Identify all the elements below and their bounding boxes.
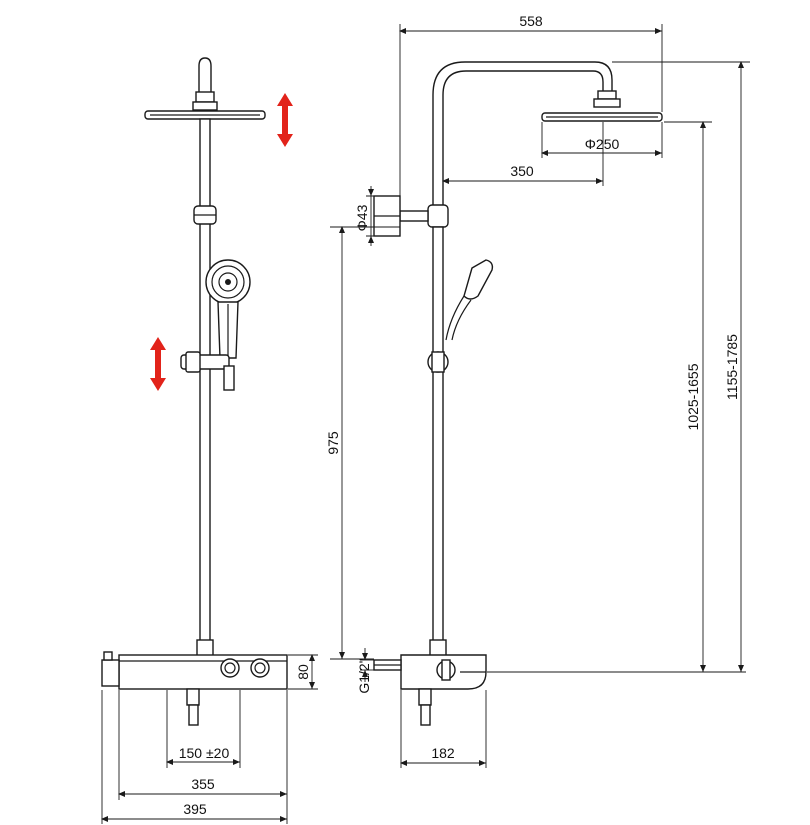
dim-overall-width-label: 395 (183, 801, 207, 817)
height-adjust-arrow-slider-icon (150, 337, 166, 391)
side-view: 558 Φ250 350 Φ43 975 (325, 13, 750, 768)
side-overhead-arm (432, 61, 613, 207)
front-view: 80 150 ±20 355 395 (101, 57, 318, 824)
valve-inlet-upper (186, 688, 200, 706)
dim-arm-projection-label: 350 (510, 163, 534, 179)
dim-width-total: 558 (399, 13, 663, 200)
hand-shower-head-inner (218, 272, 238, 292)
dim-valve-width: 355 (118, 690, 288, 800)
slider-knob (185, 351, 201, 373)
dim-outlet-height-label: 1025-1655 (685, 363, 701, 430)
dim-arm-projection: 350 (442, 122, 604, 186)
dim-inlet-thread-label: G1/2" (356, 658, 372, 693)
dim-total-height: 1155-1785 (612, 61, 750, 672)
dim-width-total-label: 558 (519, 13, 543, 29)
dim-overall-width: 395 (101, 690, 288, 824)
valve-side-button (103, 651, 113, 661)
dim-valve-height: 80 (288, 654, 318, 690)
side-slider-body (431, 351, 445, 373)
front-valve (101, 651, 288, 726)
side-rail-bottom-connector (429, 639, 447, 657)
dim-inlet-spacing: 150 ±20 (166, 690, 241, 768)
dim-valve-height-label: 80 (295, 664, 311, 680)
front-slider (180, 351, 235, 391)
valve-side-cap (101, 659, 120, 687)
dim-head-diameter: Φ250 (541, 122, 663, 158)
dim-valve-depth-label: 182 (431, 745, 455, 761)
front-hand-shower (205, 259, 251, 359)
side-valve-knob-cap (441, 659, 451, 681)
side-hand-shower-head (463, 259, 494, 300)
side-hand-shower-handle-inner (451, 299, 472, 341)
dim-head-diameter-label: Φ250 (585, 136, 620, 152)
side-wall-arm (399, 210, 429, 222)
side-rail-bracket (427, 204, 449, 228)
valve-knob-left-inner (224, 662, 236, 674)
front-rail-bottom-connector (196, 639, 214, 657)
dim-slide-height: 975 (325, 226, 400, 660)
hand-shower-head-center (225, 279, 231, 285)
dim-valve-width-label: 355 (191, 776, 215, 792)
dim-outlet-height: 1025-1655 (487, 121, 746, 673)
dim-inlet-thread: G1/2" (356, 648, 374, 694)
side-valve-outlet-upper (418, 688, 432, 706)
dim-wall-connector: Φ43 (354, 186, 400, 246)
slider-hose-holder (223, 365, 235, 391)
valve-knob-right-inner (254, 662, 266, 674)
side-valve-outlet-lower (420, 704, 431, 726)
front-head-connector (195, 91, 215, 103)
hand-shower-head-ring (211, 265, 245, 299)
side-hand-shower (445, 259, 494, 341)
dim-slide-height-label: 975 (325, 431, 341, 455)
side-valve (373, 654, 487, 726)
side-head-swivel (593, 98, 621, 108)
dim-valve-depth: 182 (400, 690, 487, 768)
valve-knob-left (220, 658, 240, 678)
side-hand-shower-handle-outer (445, 295, 465, 341)
valve-inlet-lower (188, 704, 199, 726)
dim-wall-connector-label: Φ43 (354, 204, 370, 231)
dim-inlet-spacing-label: 150 ±20 (179, 745, 230, 761)
height-adjust-arrow-head-icon (277, 93, 293, 147)
front-head-swivel (192, 101, 218, 111)
side-head-connector (597, 90, 617, 100)
valve-knob-right (250, 658, 270, 678)
dim-total-height-label: 1155-1785 (724, 334, 740, 400)
front-rail (199, 118, 211, 650)
side-rail (432, 226, 444, 648)
